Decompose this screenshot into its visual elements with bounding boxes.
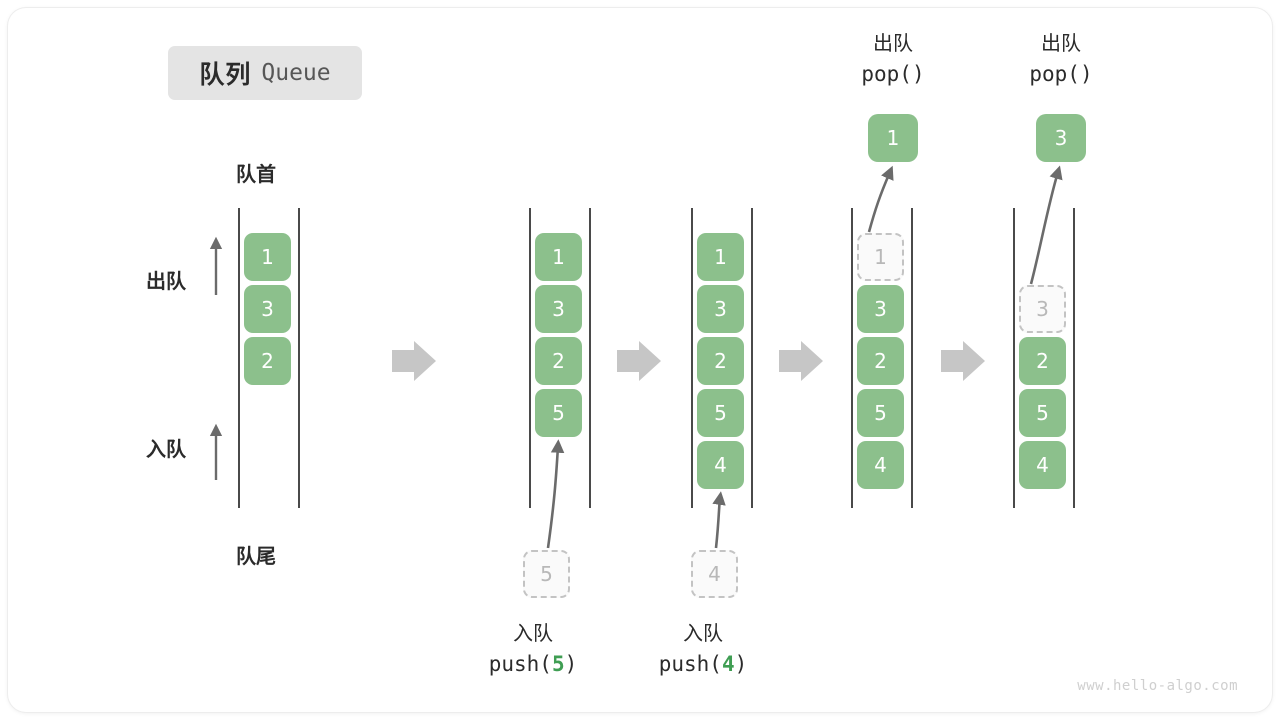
cell-stage-after-pop-1-0: 1 <box>857 233 904 281</box>
cell-stage-after-push-5-2: 2 <box>535 337 582 385</box>
outgoing-cell-stage-after-pop-3: 3 <box>1036 114 1086 162</box>
diagram-title-chip: 队列 Queue <box>168 46 362 100</box>
cell-stage-after-push-5-3: 5 <box>535 389 582 437</box>
cell-stage-initial-1: 3 <box>244 285 291 333</box>
cell-stage-after-push-5-0: 1 <box>535 233 582 281</box>
outgoing-cell-stage-after-pop-1: 1 <box>868 114 918 162</box>
enqueue-direction-label: 入队 <box>146 439 186 461</box>
rail-left-stage-after-pop-1 <box>851 208 853 508</box>
cell-stage-initial-2: 2 <box>244 337 291 385</box>
rail-left-stage-initial <box>238 208 240 508</box>
cell-stage-after-push-4-3: 5 <box>697 389 744 437</box>
cell-stage-initial-0: 1 <box>244 233 291 281</box>
cell-stage-after-pop-1-1: 3 <box>857 285 904 333</box>
step-arrow-3 <box>941 341 985 381</box>
caption-code-prefix-after-pop-1: pop( <box>861 62 912 86</box>
cell-stage-after-push-5-1: 3 <box>535 285 582 333</box>
caption-code-after-pop-1: pop() <box>808 59 978 89</box>
queue-tail-label: 队尾 <box>236 546 276 568</box>
cell-stage-after-pop-1-4: 4 <box>857 441 904 489</box>
site-watermark: www.hello-algo.com <box>1077 678 1238 694</box>
caption-stage-after-push-5: 入队 push(5) <box>443 620 623 679</box>
caption-stage-after-push-4: 入队 push(4) <box>613 620 793 679</box>
cell-stage-after-push-4-4: 4 <box>697 441 744 489</box>
rail-left-stage-after-pop-3 <box>1013 208 1015 508</box>
cell-stage-after-pop-3-3: 4 <box>1019 441 1066 489</box>
caption-code-suffix-after-pop-1: ) <box>911 62 925 86</box>
step-arrow-1 <box>617 341 661 381</box>
caption-cn-after-pop-1: 出队 <box>873 33 913 55</box>
rail-left-stage-after-push-4 <box>691 208 693 508</box>
cell-stage-after-push-4-0: 1 <box>697 233 744 281</box>
pop-arrow-3 <box>1029 165 1063 285</box>
caption-stage-after-pop-3: 出队 pop() <box>976 30 1146 89</box>
dequeue-direction-label: 出队 <box>146 271 186 293</box>
incoming-cell-stage-after-push-4: 4 <box>691 550 738 598</box>
title-label-cn: 队列 <box>199 61 252 89</box>
rail-right-stage-after-pop-1 <box>911 208 913 508</box>
caption-code-prefix-after-push-4: push( <box>658 652 722 676</box>
caption-code-suffix-after-push-4: ) <box>734 652 748 676</box>
step-arrow-0 <box>392 341 436 381</box>
rail-right-stage-after-push-4 <box>751 208 753 508</box>
caption-code-suffix-after-pop-3: ) <box>1079 62 1093 86</box>
cell-stage-after-pop-3-2: 5 <box>1019 389 1066 437</box>
cell-stage-after-pop-3-1: 2 <box>1019 337 1066 385</box>
caption-code-after-push-5: push(5) <box>443 649 623 679</box>
caption-stage-after-pop-1: 出队 pop() <box>808 30 978 89</box>
caption-cn-after-push-4: 入队 <box>683 623 723 645</box>
caption-code-after-pop-3: pop() <box>976 59 1146 89</box>
rail-right-stage-after-push-5 <box>589 208 591 508</box>
caption-code-num-after-push-4: 4 <box>721 652 735 676</box>
caption-code-prefix-after-pop-3: pop( <box>1029 62 1080 86</box>
rail-right-stage-initial <box>298 208 300 508</box>
rail-left-stage-after-push-5 <box>529 208 531 508</box>
push-arrow-5 <box>546 439 565 549</box>
caption-cn-after-push-5: 入队 <box>513 623 553 645</box>
cell-stage-after-push-4-1: 3 <box>697 285 744 333</box>
caption-code-after-push-4: push(4) <box>613 649 793 679</box>
cell-stage-after-pop-3-0: 3 <box>1019 285 1066 333</box>
caption-cn-after-pop-3: 出队 <box>1041 33 1081 55</box>
queue-head-label: 队首 <box>236 164 276 186</box>
caption-code-num-after-push-5: 5 <box>551 652 565 676</box>
rail-right-stage-after-pop-3 <box>1073 208 1075 508</box>
caption-code-prefix-after-push-5: push( <box>488 652 552 676</box>
caption-code-suffix-after-push-5: ) <box>564 652 578 676</box>
push-arrow-4 <box>712 491 726 549</box>
title-label-en: Queue <box>261 60 331 86</box>
step-arrow-2 <box>779 341 823 381</box>
cell-stage-after-push-4-2: 2 <box>697 337 744 385</box>
incoming-cell-stage-after-push-5: 5 <box>523 550 570 598</box>
pop-arrow-1 <box>867 165 894 233</box>
cell-stage-after-pop-1-3: 5 <box>857 389 904 437</box>
cell-stage-after-pop-1-2: 2 <box>857 337 904 385</box>
